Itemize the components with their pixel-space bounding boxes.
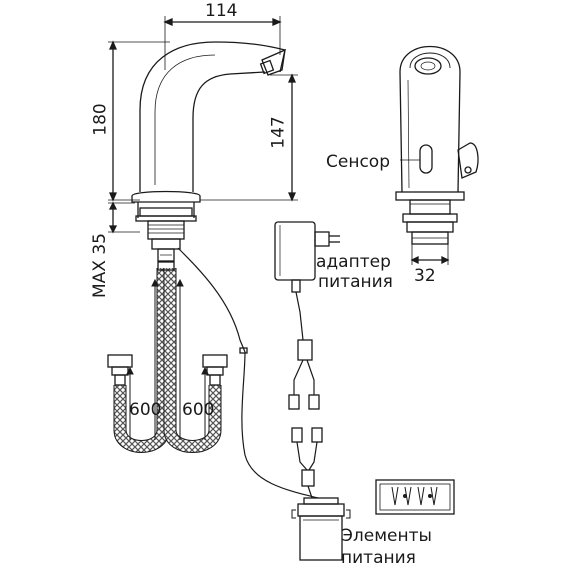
max-thickness-dimension-label: MAX 35 [89,233,110,298]
width-dimension-label: 114 [205,1,238,21]
sensor-width-dimension [410,244,450,265]
hose-right-length-label: 600 [182,400,215,420]
battery-holder [375,479,455,515]
hose-left-length-label: 600 [129,400,162,420]
faucet-front-view [395,45,479,245]
faucet-side-view [131,41,286,262]
spout-height-dimension [200,73,298,202]
adapter-label-line2: питания [318,272,393,292]
height-dimension [108,40,170,202]
battery-connector [291,427,323,499]
battery-label-line1: Элементы [341,526,432,546]
adapter-label-line1: адаптер [316,252,391,272]
max-thickness-dimension [108,201,140,234]
battery-pack [291,497,351,561]
spout-height-dimension-label: 147 [268,116,289,149]
sensor-cable [177,247,319,499]
sensor-label: Сенсор [326,152,390,172]
sensor-width-dimension-label: 32 [414,266,436,286]
hose-length-arrows [126,278,209,440]
height-dimension-label: 180 [90,103,111,136]
width-dimension [163,16,282,70]
power-adapter [274,221,340,410]
battery-label-line2: питания [341,548,416,568]
braided-hoses [107,261,228,453]
